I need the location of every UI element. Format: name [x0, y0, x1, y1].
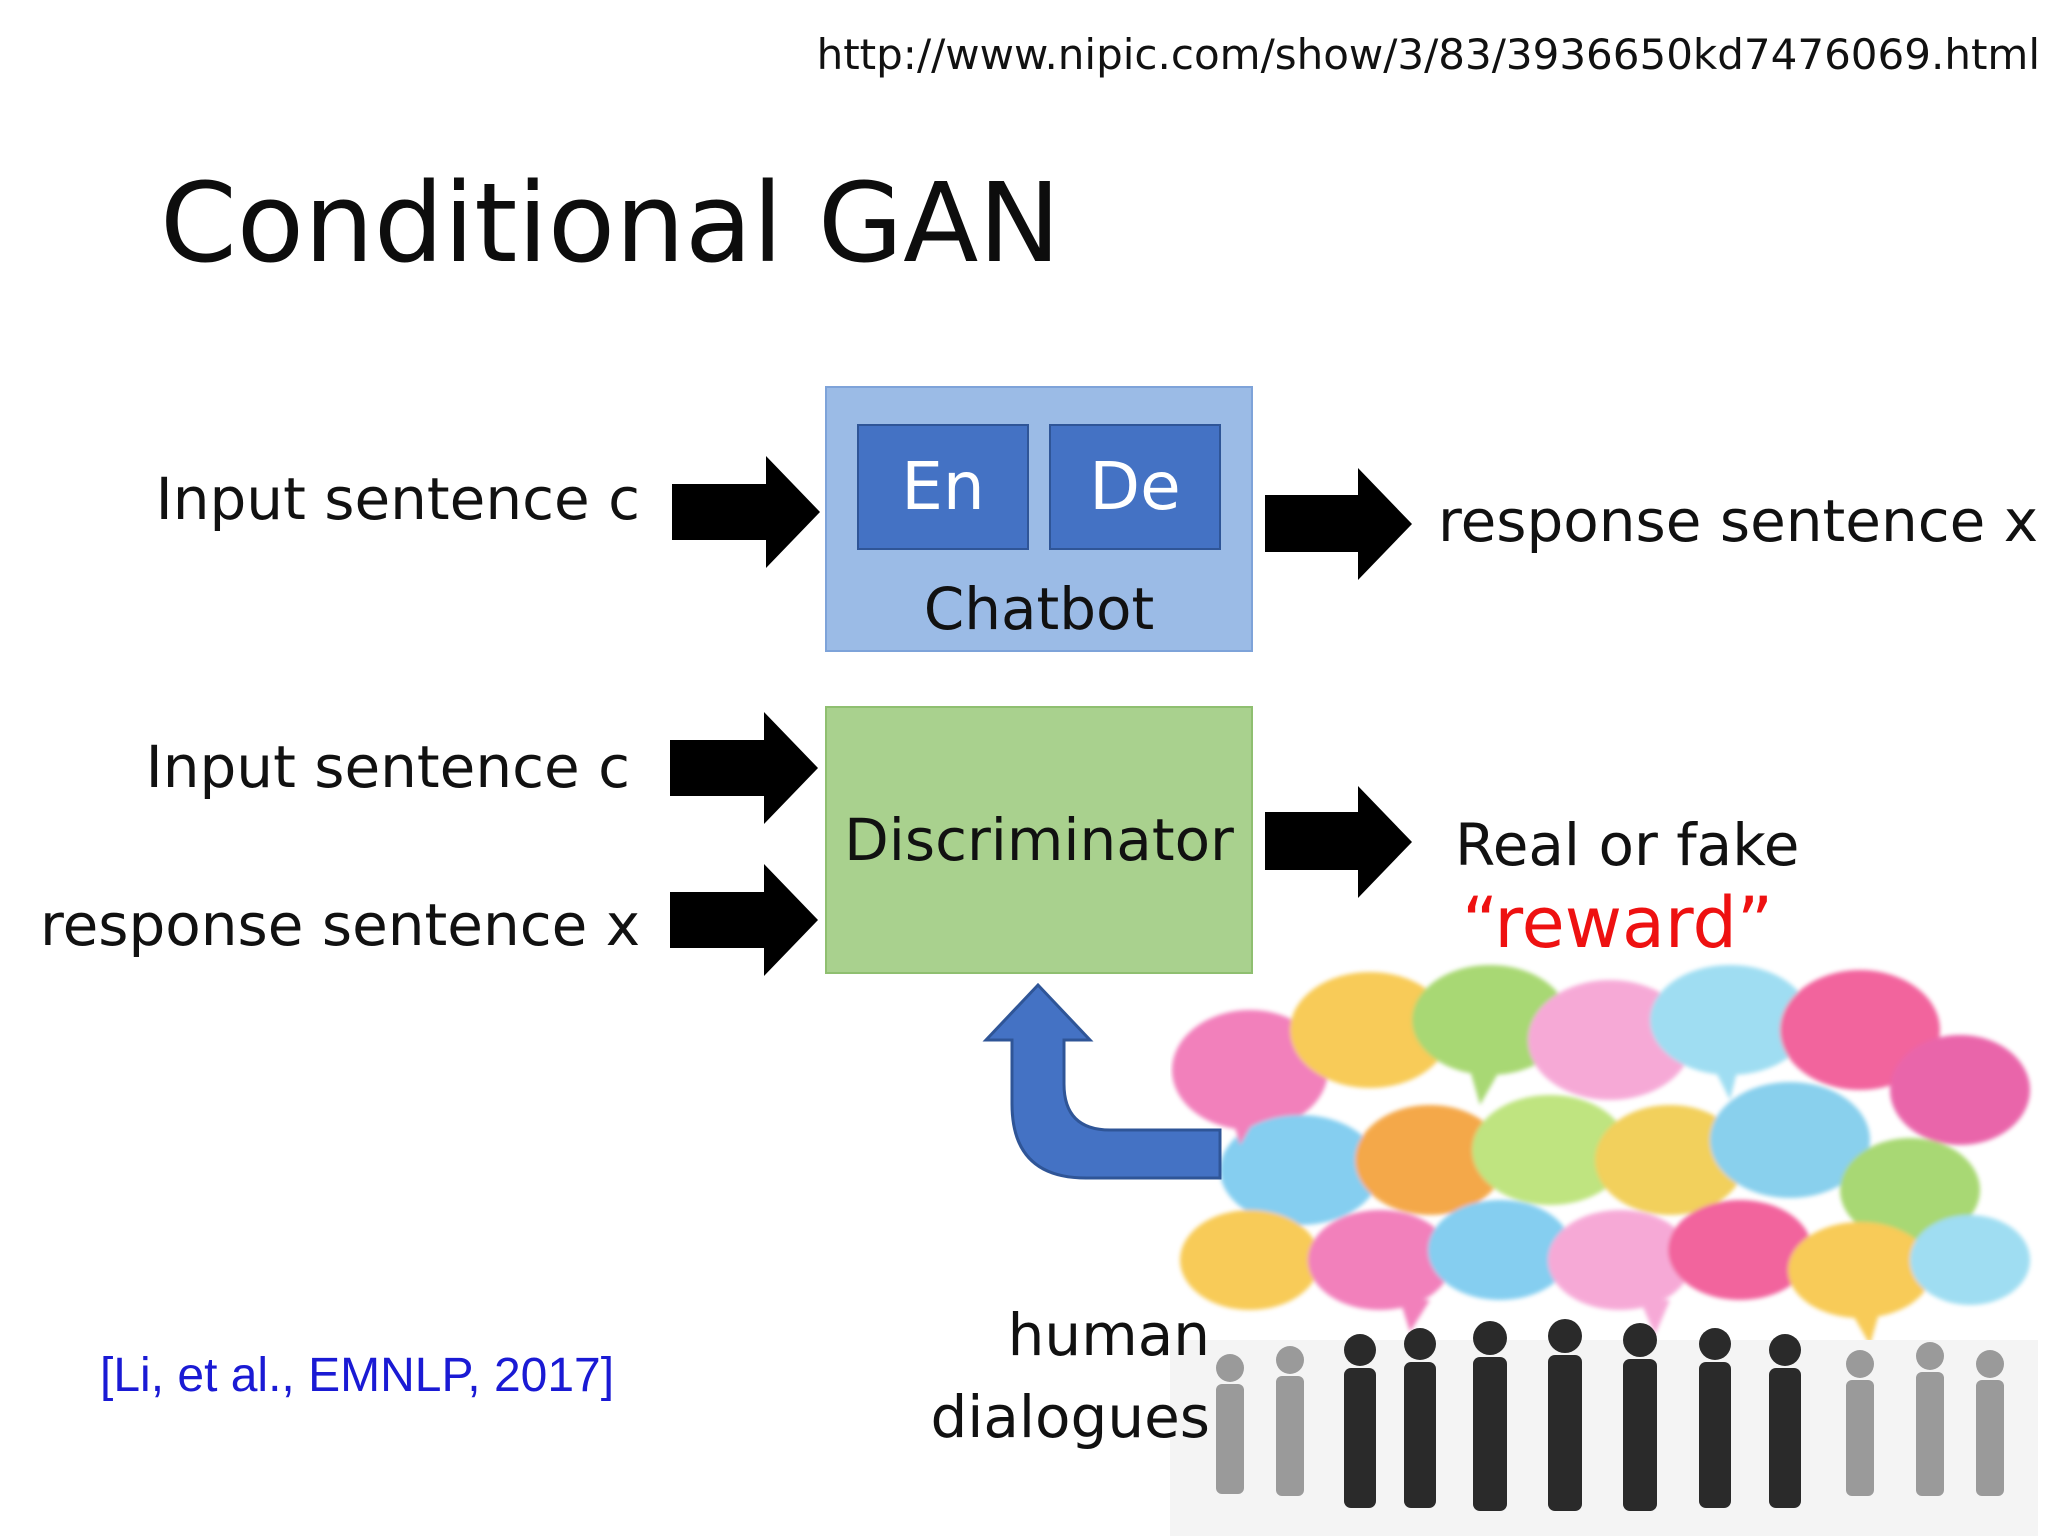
arrow-right-icon [1265, 786, 1412, 898]
arrow-right-icon [670, 864, 818, 976]
discriminator-label: Discriminator [844, 806, 1234, 874]
human-dialogues-label-line1: human [1007, 1301, 1210, 1369]
chatbot-input-label: Input sentence c [155, 465, 640, 533]
chatbot-output-label: response sentence x [1438, 487, 2039, 555]
discriminator-input-x-label: response sentence x [40, 891, 641, 959]
speech-bubbles-crowd-image [1170, 965, 2038, 1536]
slide-title: Conditional GAN [160, 159, 1061, 287]
human-dialogues-label-line2: dialogues [930, 1383, 1210, 1451]
arrow-right-icon [672, 456, 820, 568]
arrow-right-icon [1265, 468, 1412, 580]
encoder-block: En [857, 424, 1029, 550]
citation: [Li, et al., EMNLP, 2017] [100, 1349, 615, 1402]
chatbot-box: En De Chatbot [825, 386, 1253, 652]
source-url: http://www.nipic.com/show/3/83/3936650kd… [816, 30, 2040, 79]
reward-label: “reward” [1462, 882, 1774, 964]
arrow-right-icon [670, 712, 818, 824]
discriminator-box: Discriminator [825, 706, 1253, 974]
chatbot-label: Chatbot [923, 575, 1155, 643]
real-or-fake-label: Real or fake [1455, 811, 1800, 879]
decoder-block: De [1049, 424, 1221, 550]
discriminator-input-c-label: Input sentence c [145, 733, 630, 801]
